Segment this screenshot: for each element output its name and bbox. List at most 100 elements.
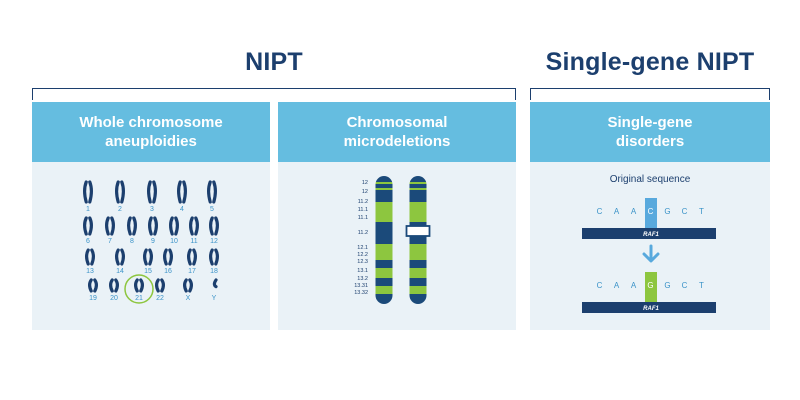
chromosome-label: 21 xyxy=(135,295,143,302)
chromosome-label: Y xyxy=(212,295,217,302)
band-label: 13.1 xyxy=(357,268,368,274)
deleted-chromosome xyxy=(409,176,427,304)
chromosome-pair-4 xyxy=(177,180,187,204)
chromosome-pair-12 xyxy=(209,216,219,236)
band-label: 13.31 xyxy=(354,283,368,289)
nipt-title: NIPT xyxy=(245,48,303,76)
mutated-base: G xyxy=(647,281,654,290)
chromosome-pair-22 xyxy=(155,278,165,293)
chromosome-label: 5 xyxy=(210,206,214,213)
chromosome-label: 3 xyxy=(150,206,154,213)
band-label: 11.2 xyxy=(358,199,368,205)
original-gene-label: RAF1 xyxy=(643,232,659,238)
chromosome-label: 19 xyxy=(89,295,97,302)
microdeletions-panel: Chromosomal microdeletions 12 12 11.2 11.1 1… xyxy=(278,102,516,330)
original-highlight xyxy=(645,198,657,228)
chromosome-label: X xyxy=(186,295,191,302)
chromosome-pair-19 xyxy=(88,278,98,293)
chromosome-label: 9 xyxy=(151,238,155,245)
original-base: A xyxy=(631,207,637,216)
chromosome-label: 8 xyxy=(130,238,134,245)
original-base: G xyxy=(664,207,671,216)
chromosome-pair-11 xyxy=(189,216,199,236)
original-base: C xyxy=(597,207,604,216)
chromosome-label: 7 xyxy=(108,238,112,245)
chromosome-pair-20 xyxy=(109,278,119,293)
chromosome-pair-1 xyxy=(83,180,93,204)
chromosome-pair-7 xyxy=(105,216,115,236)
chromosome-label: 6 xyxy=(86,238,90,245)
band-label: 12 xyxy=(362,180,368,186)
chromosome-pair-10 xyxy=(169,216,179,236)
band-label: 13.2 xyxy=(357,276,368,282)
mutated-base: T xyxy=(699,281,705,290)
aneuploidies-panel-heading: Whole chromosome aneuploidies xyxy=(32,102,270,162)
mutated-base: G xyxy=(664,281,671,290)
chromosome-pair-14 xyxy=(115,248,125,266)
nipt-bracket xyxy=(32,88,516,100)
single-gene-heading-line-1: Single-gene xyxy=(607,114,693,131)
aneuploidies-heading-line-2: aneuploidies xyxy=(105,133,197,150)
microdeletions-heading-line-2: microdeletions xyxy=(343,133,451,150)
chromosome-pair-6 xyxy=(83,216,93,236)
chromosome-pair-5 xyxy=(207,180,217,204)
band-label: 11.1 xyxy=(358,215,368,221)
chromosome-label: 22 xyxy=(156,295,164,302)
sequence-caption: Original sequence xyxy=(610,174,691,185)
chromosome-label: 4 xyxy=(180,206,184,213)
mutated-base: C xyxy=(597,281,604,290)
chromosome-pair-9 xyxy=(148,216,158,236)
mutated-highlight xyxy=(645,272,657,302)
chromosome-label: 2 xyxy=(118,206,122,213)
band-label: 13.32 xyxy=(354,290,368,296)
microdeletion-diagram: 121211.211.111.111.212.112.212.313.113.2… xyxy=(354,176,431,304)
chromosome-pair-18 xyxy=(209,248,219,266)
single-gene-heading-line-2: disorders xyxy=(615,133,685,150)
mutation-arrow xyxy=(642,244,660,263)
original-base: A xyxy=(614,207,620,216)
chromosome-label: 1 xyxy=(86,206,90,213)
normal-chromosome xyxy=(375,176,393,304)
single-gene-nipt-title: Single-gene NIPT xyxy=(545,48,755,76)
chromosome-pair-y xyxy=(212,278,218,289)
mutated-gene-bar xyxy=(582,302,716,313)
chromosome-label: 17 xyxy=(188,268,196,275)
chromosome-label: 18 xyxy=(210,268,218,275)
microdeletions-heading-line-1: Chromosomal xyxy=(346,114,448,131)
single-gene-panel-heading: Single-gene disorders xyxy=(530,102,770,162)
mutated-base: C xyxy=(682,281,689,290)
original-gene-bar xyxy=(582,228,716,239)
aneuploidies-heading-line-1: Whole chromosome xyxy=(79,114,223,131)
chromosome-pair-13 xyxy=(85,248,95,266)
band-label: 12.3 xyxy=(357,259,368,265)
single-gene-nipt-bracket xyxy=(530,88,770,100)
mutated-base: A xyxy=(614,281,620,290)
chromosome-pair-17 xyxy=(187,248,197,266)
chromosome-label: 12 xyxy=(210,238,218,245)
original-base: C xyxy=(682,207,689,216)
band-label: 11.2 xyxy=(358,230,368,236)
chromosome-label: 10 xyxy=(170,238,178,245)
chromosome-pair-15 xyxy=(143,248,153,266)
highlight-circle xyxy=(124,274,154,304)
band-label: 12.1 xyxy=(357,245,368,251)
mutated-base: A xyxy=(631,281,637,290)
microdeletions-panel-heading: Chromosomal microdeletions xyxy=(278,102,516,162)
band-label: 12 xyxy=(362,189,368,195)
chromosome-label: 14 xyxy=(116,268,124,275)
chromosome-pair-16 xyxy=(163,248,173,266)
chromosome-pair-x xyxy=(183,278,193,293)
original-base: T xyxy=(699,207,705,216)
band-label: 12.2 xyxy=(357,252,368,258)
chromosome-label: 13 xyxy=(86,268,94,275)
chromosome-label: 16 xyxy=(164,268,172,275)
deletion-marker xyxy=(405,225,431,237)
chromosome-label: 15 xyxy=(144,268,152,275)
chromosome-pair-2 xyxy=(115,180,125,204)
chromosome-pair-21 xyxy=(134,278,144,293)
mutated-gene-label: RAF1 xyxy=(643,306,659,312)
